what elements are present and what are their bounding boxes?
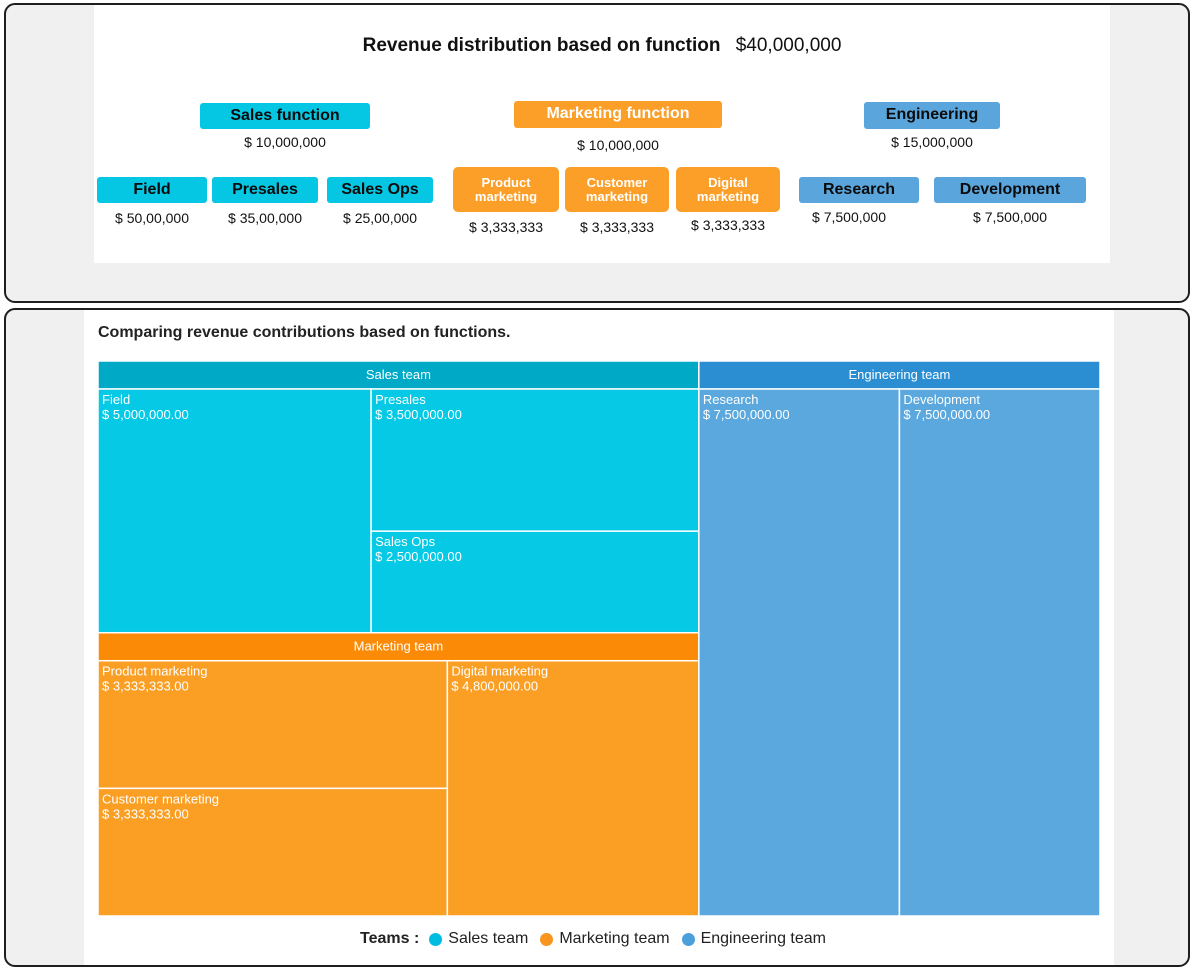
breakdown-title-text: Revenue distribution based on function	[362, 35, 721, 56]
header-label-sales-team: Sales team	[366, 367, 431, 382]
cell-development[interactable]	[898, 388, 1101, 917]
cell-value-presales: $ 3,500,000.00	[375, 407, 462, 422]
cell-name-development: Development	[903, 392, 980, 407]
legend-label: Teams :	[359, 930, 420, 947]
legend-dot-sales	[429, 932, 443, 946]
customer-marketing-line2: marketing	[585, 188, 649, 204]
marketing-function-chip: Marketing function	[514, 101, 722, 128]
cell-name-sales-ops: Sales Ops	[375, 534, 435, 549]
cell-value-product-marketing: $ 3,333,333.00	[102, 679, 189, 694]
legend: Teams : Sales team Marketing team Engine…	[84, 930, 1114, 948]
cell-customer-marketing[interactable]	[97, 787, 449, 917]
cell-value-research: $ 7,500,000.00	[703, 407, 790, 422]
digital-marketing-chip: Digital marketing	[676, 167, 780, 212]
digital-marketing-line2: marketing	[696, 188, 760, 204]
cell-research[interactable]	[698, 388, 901, 917]
treemap-panel: Comparing revenue contributions based on…	[4, 308, 1190, 967]
legend-item-marketing[interactable]: Marketing team	[540, 930, 670, 948]
cell-value-field: $ 5,000,000.00	[102, 407, 189, 422]
development-amount: $ 7,500,000	[973, 209, 1047, 225]
product-marketing-amount: $ 3,333,333	[469, 219, 543, 235]
cell-value-sales-ops: $ 2,500,000.00	[375, 549, 462, 564]
field-chip: Field	[97, 177, 207, 203]
product-marketing-chip: Product marketing	[453, 167, 559, 212]
sales-function-chip: Sales function	[200, 103, 370, 129]
research-chip: Research	[799, 177, 919, 203]
breakdown-total: $40,000,000	[735, 35, 842, 56]
cell-name-research: Research	[703, 392, 759, 407]
legend-text-marketing: Marketing team	[559, 930, 670, 947]
legend-text-engineering: Engineering team	[700, 930, 826, 947]
marketing-function-amount: $ 10,000,000	[577, 137, 659, 153]
digital-marketing-line1: Digital	[708, 174, 748, 190]
product-marketing-line1: Product	[481, 174, 531, 190]
sales-ops-chip: Sales Ops	[327, 177, 433, 203]
header-label-marketing-team: Marketing team	[354, 639, 444, 654]
legend-dot-marketing	[540, 932, 554, 946]
engineering-function-chip: Engineering	[864, 102, 1000, 129]
header-engineering-team[interactable]	[698, 360, 1101, 390]
legend-item-sales[interactable]: Sales team	[429, 930, 528, 948]
customer-marketing-amount: $ 3,333,333	[580, 219, 654, 235]
customer-marketing-chip: Customer marketing	[565, 167, 669, 212]
digital-marketing-amount: $ 3,333,333	[691, 217, 765, 233]
sales-ops-amount: $ 25,00,000	[343, 210, 417, 226]
presales-chip: Presales	[212, 177, 318, 203]
product-marketing-line2: marketing	[474, 188, 538, 204]
legend-item-engineering[interactable]: Engineering team	[681, 930, 826, 948]
field-amount: $ 50,00,000	[115, 210, 189, 226]
cell-value-digital-marketing: $ 4,800,000.00	[451, 679, 538, 694]
cell-product-marketing[interactable]	[97, 659, 449, 790]
legend-dot-engineering	[681, 932, 695, 946]
cell-name-digital-marketing: Digital marketing	[451, 664, 548, 679]
cell-value-development: $ 7,500,000.00	[903, 407, 990, 422]
legend-text-sales: Sales team	[448, 930, 529, 947]
treemap-title: Comparing revenue contributions based on…	[98, 324, 511, 341]
function-breakdown-card: Revenue distribution based on function $…	[94, 5, 1110, 263]
breakdown-title: Revenue distribution based on function $…	[94, 35, 1110, 57]
customer-marketing-line1: Customer	[586, 174, 648, 190]
header-label-engineering-team: Engineering team	[848, 367, 950, 382]
presales-amount: $ 35,00,000	[228, 210, 302, 226]
cell-name-customer-marketing: Customer marketing	[102, 791, 219, 806]
research-amount: $ 7,500,000	[812, 209, 886, 225]
cell-value-customer-marketing: $ 3,333,333.00	[102, 806, 189, 821]
cell-name-presales: Presales	[375, 392, 426, 407]
treemap-card: Comparing revenue contributions based on…	[84, 310, 1114, 965]
cell-name-product-marketing: Product marketing	[102, 664, 208, 679]
cell-field[interactable]	[97, 388, 372, 634]
cell-digital-marketing[interactable]	[446, 659, 700, 917]
sales-function-amount: $ 10,000,000	[244, 134, 326, 150]
development-chip: Development	[934, 177, 1086, 203]
engineering-function-amount: $ 15,000,000	[891, 134, 973, 150]
function-breakdown-panel: Revenue distribution based on function $…	[4, 3, 1190, 303]
cell-name-field: Field	[102, 392, 130, 407]
